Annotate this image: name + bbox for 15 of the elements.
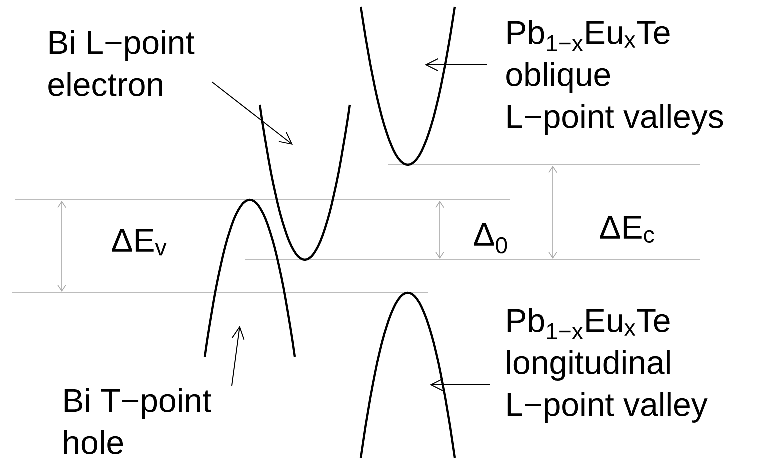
leader-arrow [425,58,488,72]
band-curve [204,198,296,358]
dimension-label: ΔE$_{v}$ [112,229,167,256]
dimension-label: Δ$_{0}$ [474,223,508,254]
dimension-label: ΔE$_{c}$ [600,216,654,243]
band-label: Bi L−point electron [48,30,195,96]
leader-arrow [212,82,293,145]
band-label: Pb$_{1−x}$Eu$_{x}$Te longitudinal L−point valley [507,308,708,423]
leader-arrow [232,326,245,386]
band-curve [360,6,456,166]
band-label: Bi T−point hole [64,388,212,454]
band-label: Pb$_{1−x}$Eu$_{x}$Te oblique L−point valleys [506,20,724,135]
leader-arrow [430,378,490,392]
band-curve [258,104,352,262]
band-curve [360,292,456,458]
